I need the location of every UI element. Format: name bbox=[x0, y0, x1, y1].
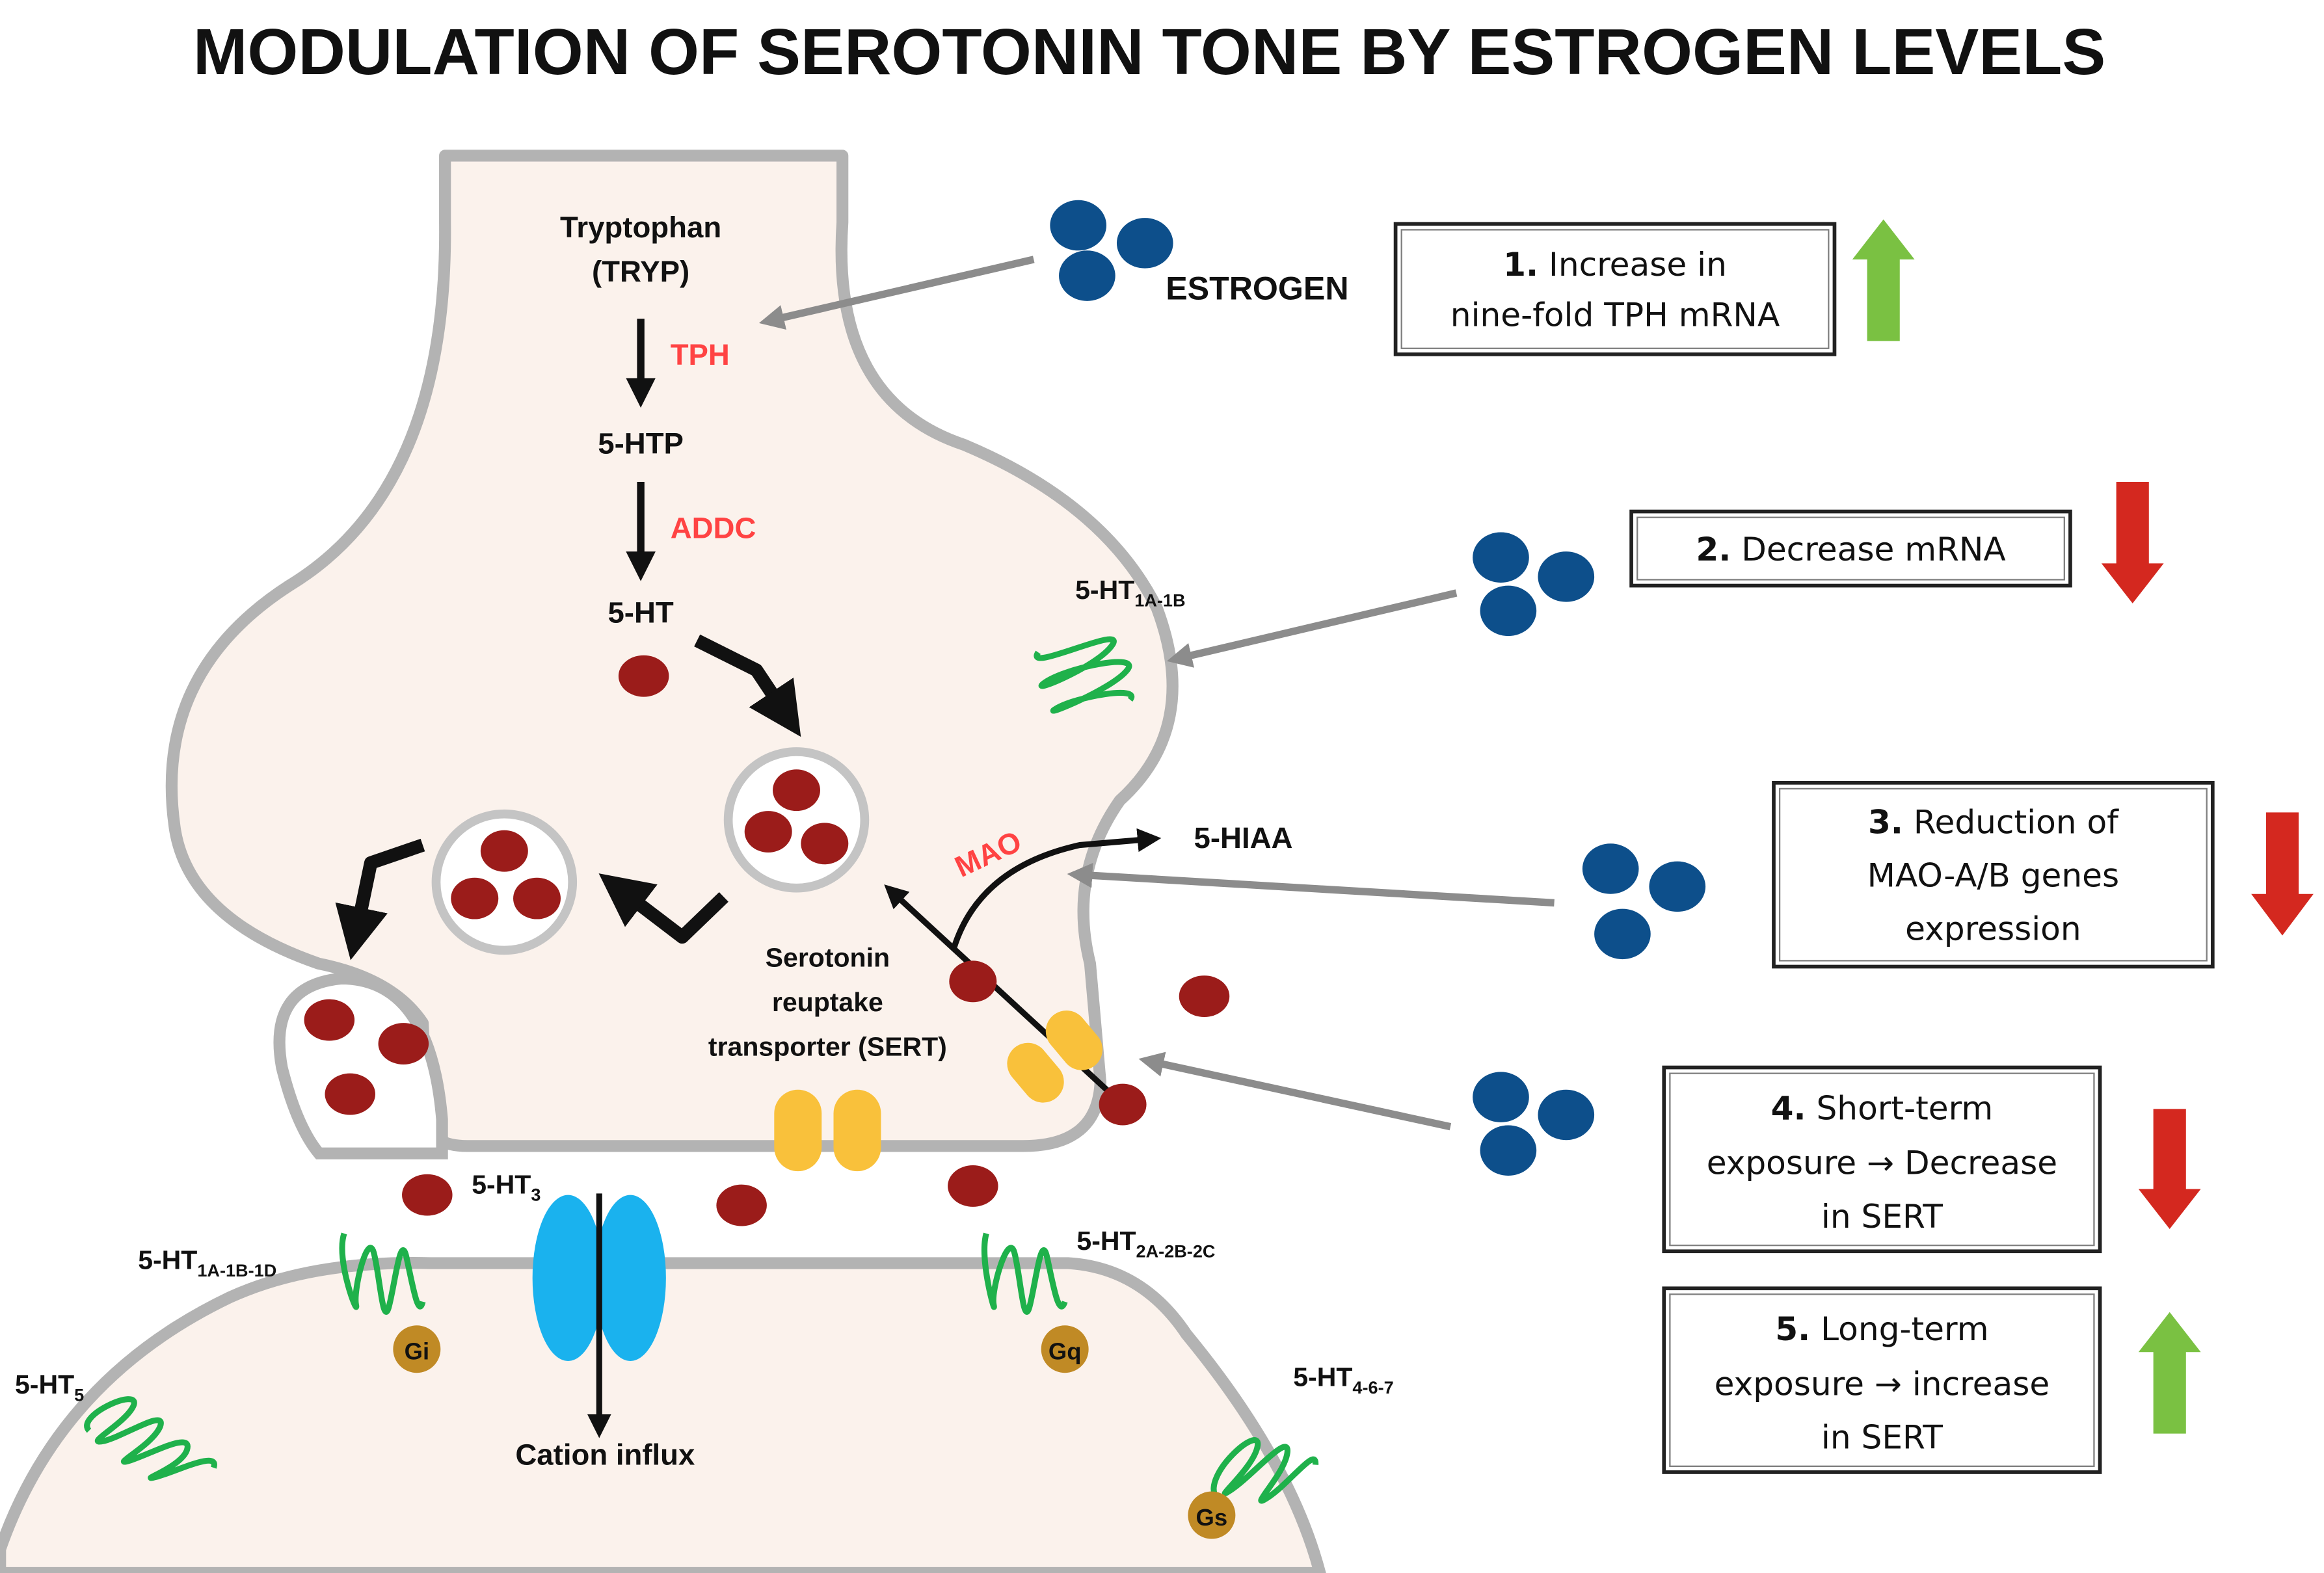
tryptophan-label: Tryptophan bbox=[560, 211, 721, 244]
serotonin-molecule bbox=[716, 1184, 767, 1226]
serotonin-molecule bbox=[1179, 975, 1230, 1018]
effect-box-1: 1. Increase in nine-fold TPH mRNA bbox=[1393, 222, 1837, 356]
receptor-5ht467-label: 5-HT4-6-7 bbox=[1293, 1362, 1393, 1397]
svg-text:nine-fold TPH mRNA: nine-fold TPH mRNA bbox=[1450, 296, 1780, 334]
serotonin-molecule bbox=[948, 1165, 998, 1207]
arrow-up-icon bbox=[1852, 219, 1915, 341]
postsynaptic-neuron bbox=[0, 1257, 1326, 1573]
receptor-5ht2-label: 5-HT2A-2B-2C bbox=[1076, 1226, 1215, 1261]
synaptic-vesicle bbox=[431, 809, 578, 955]
estrogen-cluster bbox=[1582, 843, 1706, 960]
gi-protein bbox=[393, 1325, 441, 1373]
tryp-label: (TRYP) bbox=[592, 255, 689, 288]
serotonin-molecule bbox=[378, 1023, 429, 1064]
release-arrow bbox=[335, 838, 425, 960]
svg-text:in SERT: in SERT bbox=[1821, 1418, 1943, 1456]
receptor-5ht467 bbox=[1210, 1437, 1319, 1504]
receptor-5ht5 bbox=[84, 1396, 217, 1481]
transport-arrow bbox=[598, 873, 728, 944]
sert-label-line1: Serotonin bbox=[766, 943, 890, 973]
diagram-title: MODULATION OF SEROTONIN TONE BY ESTROGEN… bbox=[193, 16, 2105, 88]
svg-text:2. Decrease mRNA: 2. Decrease mRNA bbox=[1696, 530, 2005, 568]
arrow-down-icon bbox=[2101, 481, 2164, 603]
presynaptic-autoreceptor bbox=[1034, 636, 1135, 714]
svg-text:exposure → increase: exposure → increase bbox=[1715, 1364, 2050, 1403]
estrogen-cluster bbox=[1050, 200, 1173, 301]
svg-text:5. Long-term: 5. Long-term bbox=[1775, 1310, 1988, 1348]
cation-influx-label: Cation influx bbox=[515, 1438, 695, 1472]
serotonin-molecule bbox=[618, 655, 669, 697]
svg-text:1. Increase in: 1. Increase in bbox=[1503, 245, 1727, 284]
estrogen-arrow-sert bbox=[1138, 1051, 1452, 1131]
effect-box-2: 2. Decrease mRNA bbox=[1629, 509, 2072, 588]
ion-channel-5ht3 bbox=[532, 1195, 666, 1361]
receptor-5ht1 bbox=[339, 1232, 426, 1315]
serotonin-molecule bbox=[304, 999, 355, 1041]
effect-box-3: 3. Reduction of MAO-A/B genes expression bbox=[1772, 780, 2215, 969]
estrogen-cluster bbox=[1473, 532, 1595, 637]
estrogen-arrow-tph bbox=[758, 256, 1035, 330]
gq-protein-label: Gq bbox=[1048, 1338, 1082, 1365]
addc-enzyme-label: ADDC bbox=[671, 512, 756, 545]
receptor-5ht1-label: 5-HT1A-1B-1D bbox=[138, 1245, 276, 1280]
serotonin-molecule bbox=[949, 960, 997, 1003]
effect-box-5: 5. Long-term exposure → increase in SERT bbox=[1662, 1286, 2102, 1474]
svg-text:exposure → Decrease: exposure → Decrease bbox=[1707, 1144, 2057, 1182]
mao-reaction-arrow bbox=[950, 828, 1162, 950]
arrow-up-icon bbox=[2138, 1312, 2201, 1434]
effect-box-4: 4. Short-term exposure → Decrease in SER… bbox=[1662, 1065, 2102, 1254]
svg-text:MAO-A/B genes: MAO-A/B genes bbox=[1867, 856, 2120, 894]
hiaa-label: 5-HIAA bbox=[1194, 821, 1293, 854]
gs-protein-label: Gs bbox=[1196, 1504, 1228, 1531]
tph-enzyme-label: TPH bbox=[671, 338, 730, 371]
serotonin-molecule bbox=[402, 1174, 453, 1216]
htp-label: 5-HTP bbox=[598, 427, 684, 460]
estrogen-arrow-mao bbox=[1067, 862, 1555, 907]
estrogen-label: ESTROGEN bbox=[1166, 271, 1348, 307]
sert-transporter bbox=[774, 1089, 881, 1172]
serotonin-molecule bbox=[325, 1073, 375, 1115]
serotonin-molecule bbox=[1099, 1083, 1147, 1126]
receptor-5ht2 bbox=[982, 1232, 1068, 1315]
estrogen-cluster bbox=[1473, 1072, 1595, 1176]
arrow-down-icon bbox=[2251, 812, 2314, 936]
arrow-down-icon bbox=[2138, 1109, 2201, 1230]
presynaptic-neuron bbox=[165, 150, 1179, 1152]
sert-label-line3: transporter (SERT) bbox=[708, 1031, 947, 1061]
estrogen-arrow-autoreceptor bbox=[1166, 589, 1458, 668]
autoreceptor-label: 5-HT1A-1B bbox=[1075, 575, 1185, 610]
svg-text:expression: expression bbox=[1905, 909, 2081, 947]
synaptic-vesicle bbox=[723, 747, 870, 893]
gs-protein bbox=[1188, 1491, 1236, 1539]
sert-label-line2: reuptake bbox=[772, 987, 883, 1017]
svg-text:3. Reduction of: 3. Reduction of bbox=[1868, 802, 2119, 841]
gq-protein bbox=[1041, 1325, 1089, 1373]
sert-transporter bbox=[1007, 1010, 1103, 1103]
receptor-5ht3-label: 5-HT3 bbox=[472, 1169, 541, 1204]
receptor-5ht5-label: 5-HT5 bbox=[15, 1369, 84, 1405]
svg-text:4. Short-term: 4. Short-term bbox=[1771, 1089, 1994, 1127]
gi-protein-label: Gi bbox=[405, 1338, 430, 1365]
ht-label: 5-HT bbox=[608, 596, 673, 629]
svg-text:in SERT: in SERT bbox=[1821, 1197, 1943, 1236]
packaging-arrow bbox=[694, 634, 801, 737]
